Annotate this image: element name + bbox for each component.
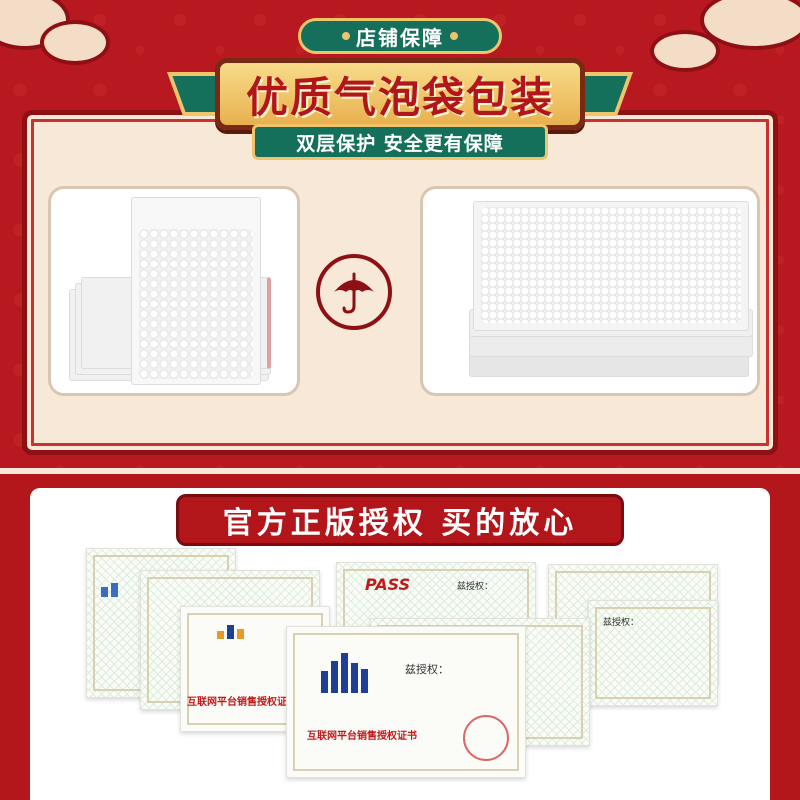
main-title-banner: 优质气泡袋包装 [215,58,585,130]
seal-stamp [463,715,509,761]
certificate-right: 兹授权： [588,600,718,706]
umbrella-icon [316,254,392,330]
certificate-title: 官方正版授权 买的放心 [222,506,578,541]
certificate-label: 兹授权： [457,582,494,592]
certificate-heading: 互联网平台销售授权证书 [307,731,417,742]
certificate-heading: 互联网平台销售授权证书 [187,697,297,708]
section-divider [0,468,800,474]
pass-logo: PASS [365,575,411,594]
product-image-silver-mailer [420,186,760,396]
badge-text: 店铺保障 [356,25,444,50]
store-guarantee-badge: 店铺保障 [298,18,502,54]
subtitle: 双层保护 安全更有保障 [296,132,504,155]
dot-decoration [342,32,350,40]
certificate-label: 兹授权： [603,618,640,628]
logo-icon [217,625,244,639]
dot-decoration [450,32,458,40]
certificate-title-banner: 官方正版授权 买的放心 [176,494,624,546]
certificate-front: 兹授权： 互联网平台销售授权证书 [286,626,526,778]
cloud-decoration-left-2 [40,20,110,65]
cloud-decoration-right [700,0,800,50]
subtitle-banner: 双层保护 安全更有保障 [252,124,548,160]
main-title: 优质气泡袋包装 [245,72,554,122]
cloud-decoration-right-2 [650,30,720,72]
logo-icon [321,653,368,693]
product-image-white-mailer [48,186,300,396]
certificate-label: 兹授权： [405,663,449,676]
